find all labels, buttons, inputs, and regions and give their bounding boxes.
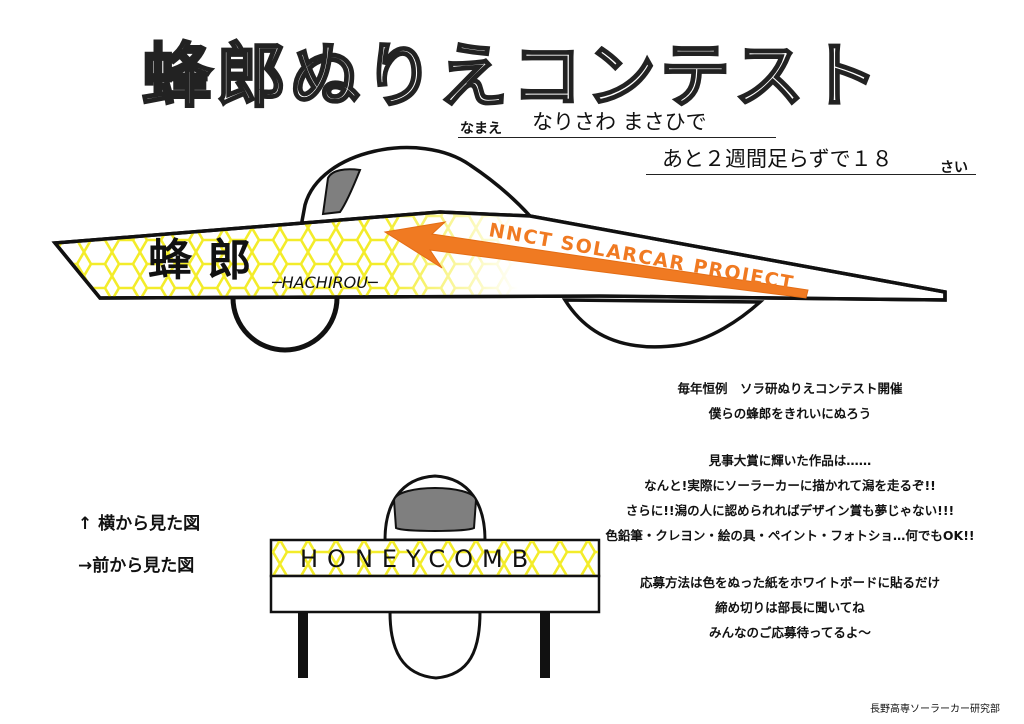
desc-line: なんと!実際にソーラーカーに描かれて潟を走るぞ!! <box>644 478 936 493</box>
desc-line: さらに!!潟の人に認められればデザイン賞も夢じゃない!!! <box>625 503 955 518</box>
desc-line: 応募方法は色をぬった紙をホワイトボードに貼るだけ <box>639 575 940 590</box>
front-fairing <box>561 298 765 349</box>
credit: 長野高専ソーラーカー研究部 <box>870 704 1000 715</box>
right-strut <box>540 612 550 678</box>
name-label: なまえ <box>460 121 502 137</box>
age-label: さい <box>940 160 968 176</box>
desc-line: 僕らの蜂郎をきれいにぬろう <box>708 406 872 421</box>
page-title: 蜂郎ぬりえコンテスト <box>141 34 882 119</box>
legend-front: →前から見た図 <box>78 556 195 576</box>
left-strut <box>298 612 308 678</box>
hull-kanji: 蜂 郎 <box>148 235 251 286</box>
front-text: HONEYCOMB <box>300 545 537 573</box>
front-bottom-panel <box>269 574 601 614</box>
front-view: HONEYCOMB <box>269 474 601 680</box>
desc-line: 締め切りは部長に聞いてね <box>715 600 865 615</box>
canopy-window <box>321 168 362 216</box>
orange-arrow <box>383 221 809 299</box>
desc-gap <box>600 548 980 570</box>
front-wheel-fairing <box>388 610 482 680</box>
side-view: NNCT SOLARCAR PROJECT 蜂 郎 ─HACHIROU─ <box>51 145 947 353</box>
name-value: なりさわ まさひで <box>532 110 707 134</box>
age-value: あと２週間足らずで１８ <box>662 147 893 171</box>
front-canopy-window <box>392 486 478 532</box>
desc-line: みんなのご応募待ってるよ～ <box>709 625 871 640</box>
desc-line: 毎年恒例 ソラ研ぬりえコンテスト開催 <box>677 381 903 396</box>
hull-romaji: ─HACHIROU─ <box>271 273 378 292</box>
desc-line: 色鉛筆・クレヨン・絵の具・ペイント・フォトショ…何でもOK!! <box>605 528 975 543</box>
desc-line: 見事大賞に輝いた作品は…… <box>708 453 872 468</box>
legend-side: ↑ 横から見た図 <box>78 514 201 534</box>
name-underline <box>458 137 776 138</box>
description: 毎年恒例 ソラ研ぬりえコンテスト開催 僕らの蜂郎をきれいにぬろう 見事大賞に輝い… <box>600 376 980 645</box>
age-underline <box>646 174 976 175</box>
desc-gap <box>600 426 980 448</box>
